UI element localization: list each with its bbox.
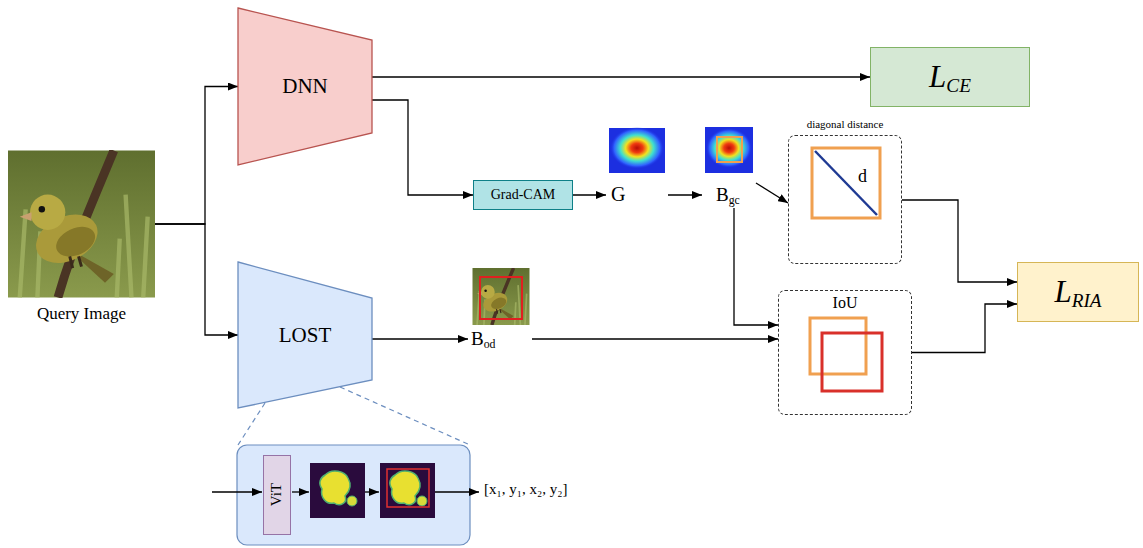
text-subscript: CE: [946, 75, 971, 96]
node-label: IoU: [833, 294, 858, 312]
trapezoid-shape: [238, 8, 372, 165]
node-label: G: [611, 183, 625, 206]
connector-arrow: [155, 87, 238, 225]
text-subscript: gc: [729, 194, 740, 207]
heatmap-with-box: [705, 127, 753, 173]
node-label: DNN: [282, 74, 328, 98]
node-label: Query Image: [37, 304, 126, 324]
image-node: Bgc: [702, 126, 756, 208]
bird-photo: [8, 151, 155, 298]
text-subscript: RIA: [1072, 290, 1102, 311]
node-label: Bgc: [716, 184, 740, 206]
diagonal-figure: [812, 148, 880, 218]
text-main: L: [1054, 274, 1071, 309]
dashed-group: IoU: [778, 290, 912, 415]
node-label: Grad-CAM: [491, 187, 556, 203]
network-trapezoid: LOST: [238, 262, 372, 408]
dashed-group: diagonal distance d: [788, 118, 902, 264]
connector-arrow: [668, 194, 702, 195]
connector-arrow: [902, 200, 1017, 282]
connector-arrow: [532, 338, 778, 339]
node-label: diagonal distance: [788, 118, 902, 131]
connector-arrow: [372, 76, 870, 77]
image-node: Bod: [468, 266, 532, 352]
network-trapezoid: DNN: [238, 8, 372, 165]
image-node: Query Image: [8, 150, 155, 326]
connector-arrow: [573, 194, 606, 195]
text-main: B: [471, 328, 484, 349]
connector-arrow: [912, 304, 1017, 353]
vit-box: ViT: [263, 455, 291, 535]
connector-arrow: [155, 224, 238, 335]
node-label: LRIA: [1054, 274, 1101, 310]
trapezoid-shape: [238, 262, 372, 408]
node-label: Bod: [471, 328, 495, 350]
detection-image: [473, 268, 530, 325]
loss-box: LRIA: [1017, 262, 1139, 322]
lost-detail-panel: [212, 387, 479, 545]
text-main: L: [929, 59, 946, 94]
connector-arrow: [734, 208, 778, 325]
output-label: [x₁, y₁, x₂, y₂]: [484, 481, 567, 498]
connector-arrow: [372, 100, 473, 195]
text-main: B: [716, 184, 729, 205]
image-node: G: [606, 126, 668, 208]
node-label: d: [858, 166, 867, 187]
text-subscript: od: [484, 338, 496, 351]
connector-arrow: [372, 338, 468, 339]
node-label: LCE: [929, 59, 971, 95]
process-box: Grad-CAM: [473, 180, 573, 210]
connector-arrow: [756, 183, 788, 203]
node-label: LOST: [279, 323, 332, 347]
node-label: ViT: [268, 483, 285, 506]
iou-figure: [810, 318, 882, 391]
dashed-outline: [788, 135, 902, 264]
heatmap: [609, 127, 665, 173]
loss-box: LCE: [870, 47, 1030, 107]
